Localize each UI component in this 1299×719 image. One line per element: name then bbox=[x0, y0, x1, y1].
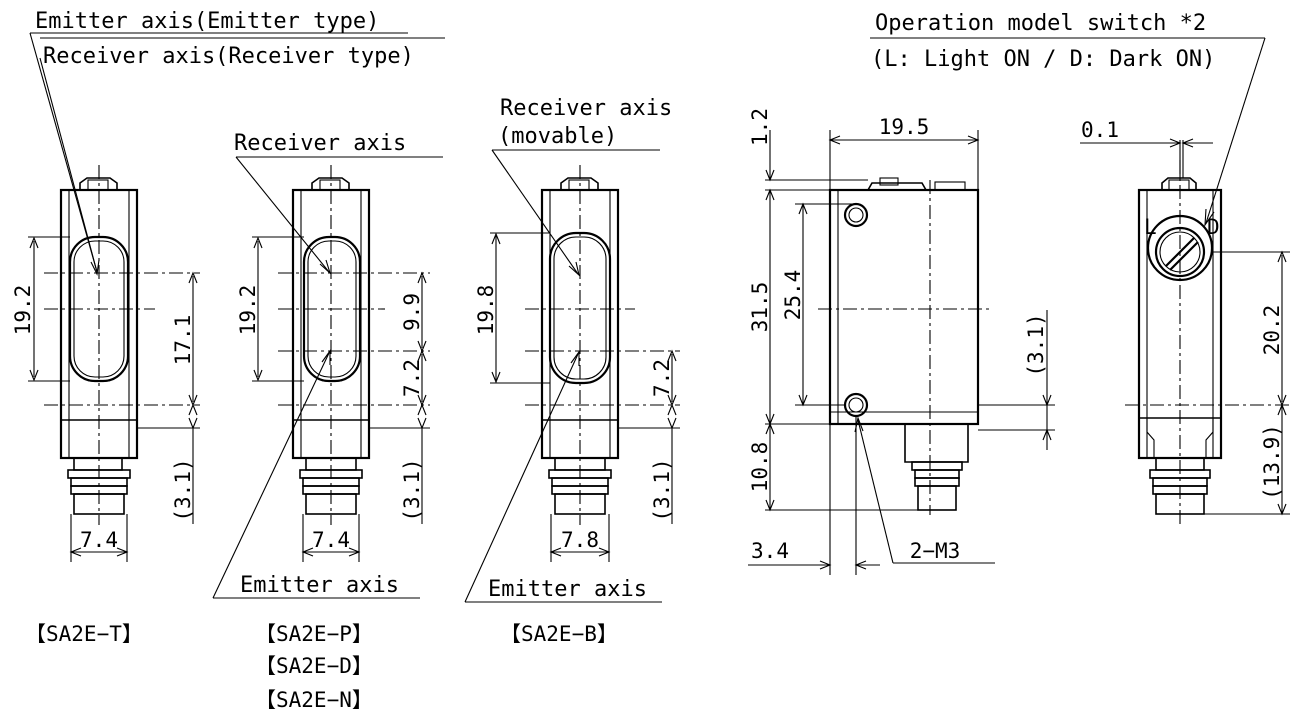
model-sa2e-n: 【SA2E−N】 bbox=[255, 688, 373, 712]
model-sa2e-d: 【SA2E−D】 bbox=[255, 654, 373, 678]
dim-side-top-offset: 1.2 bbox=[748, 108, 772, 146]
label-operation-switch-1: Operation model switch *2 bbox=[875, 11, 1206, 36]
view-sa2e-b: 19.8 7.2 (3.1) 7.8 bbox=[464, 149, 680, 603]
dim-side-height: 31.5 bbox=[748, 282, 772, 333]
dim-side-connector: 10.8 bbox=[748, 442, 772, 493]
dim-b-lower: 7.2 bbox=[650, 359, 674, 397]
switch-d-label: D bbox=[1207, 215, 1220, 239]
dim-p-window-height: 19.2 bbox=[236, 285, 260, 336]
view-sa2e-t: 19.2 17.1 (3.1) 7.4 bbox=[11, 57, 200, 562]
dim-t-width: 7.4 bbox=[80, 528, 118, 552]
model-sa2e-b: 【SA2E−B】 bbox=[500, 622, 618, 646]
dim-rear-offset: 0.1 bbox=[1081, 118, 1119, 142]
dim-side-hole-pitch: 25.4 bbox=[781, 270, 805, 321]
view-rear: L D 0.1 20.2 (13.9) bbox=[1080, 37, 1290, 525]
dim-side-hole-offset: 3.4 bbox=[751, 539, 789, 563]
dim-rear-switch-height: 20.2 bbox=[1260, 305, 1284, 356]
label-receiver-axis-receiver-type: Receiver axis(Receiver type) bbox=[43, 44, 414, 69]
label-receiver-axis-movable-2: (movable) bbox=[498, 124, 617, 149]
dim-side-width: 19.5 bbox=[879, 115, 930, 139]
dim-side-screw: 2−M3 bbox=[910, 539, 961, 563]
label-receiver-axis-movable-1: Receiver axis bbox=[500, 96, 672, 121]
dim-b-window-height: 19.8 bbox=[474, 285, 498, 336]
label-receiver-axis: Receiver axis bbox=[234, 131, 406, 156]
label-emitter-axis-emitter-type: Emitter axis(Emitter type) bbox=[35, 9, 379, 34]
top-labels: Emitter axis(Emitter type) Receiver axis… bbox=[29, 9, 1265, 602]
dim-p-bottom-offset: (3.1) bbox=[400, 458, 424, 521]
dim-rear-bottom: (13.9) bbox=[1260, 424, 1284, 500]
model-sa2e-p: 【SA2E−P】 bbox=[255, 622, 373, 646]
view-side: 1.2 19.5 31.5 25.4 (3.1) 10.8 3.4 2−M bbox=[748, 108, 1055, 575]
dim-t-axis-to-bottom: 17.1 bbox=[171, 315, 195, 366]
model-names: 【SA2E−T】 【SA2E−P】 【SA2E−D】 【SA2E−N】 【SA2… bbox=[25, 622, 618, 712]
label-operation-switch-2: (L: Light ON / D: Dark ON) bbox=[871, 47, 1215, 72]
label-emitter-axis-p: Emitter axis bbox=[240, 573, 399, 598]
dim-side-axis-offset: (3.1) bbox=[1024, 313, 1048, 376]
model-sa2e-t: 【SA2E−T】 bbox=[25, 622, 143, 646]
dim-p-width: 7.4 bbox=[312, 528, 350, 552]
dim-b-width: 7.8 bbox=[561, 528, 599, 552]
dim-b-bottom-offset: (3.1) bbox=[650, 458, 674, 521]
label-emitter-axis-b: Emitter axis bbox=[488, 577, 647, 602]
dim-t-window-height: 19.2 bbox=[11, 285, 35, 336]
dim-p-upper: 9.9 bbox=[400, 293, 424, 331]
dim-t-bottom-offset: (3.1) bbox=[171, 458, 195, 521]
dim-p-lower: 7.2 bbox=[400, 359, 424, 397]
switch-l-label: L bbox=[1144, 215, 1157, 239]
view-sa2e-p: 19.2 9.9 7.2 (3.1) 7.4 bbox=[212, 156, 443, 599]
